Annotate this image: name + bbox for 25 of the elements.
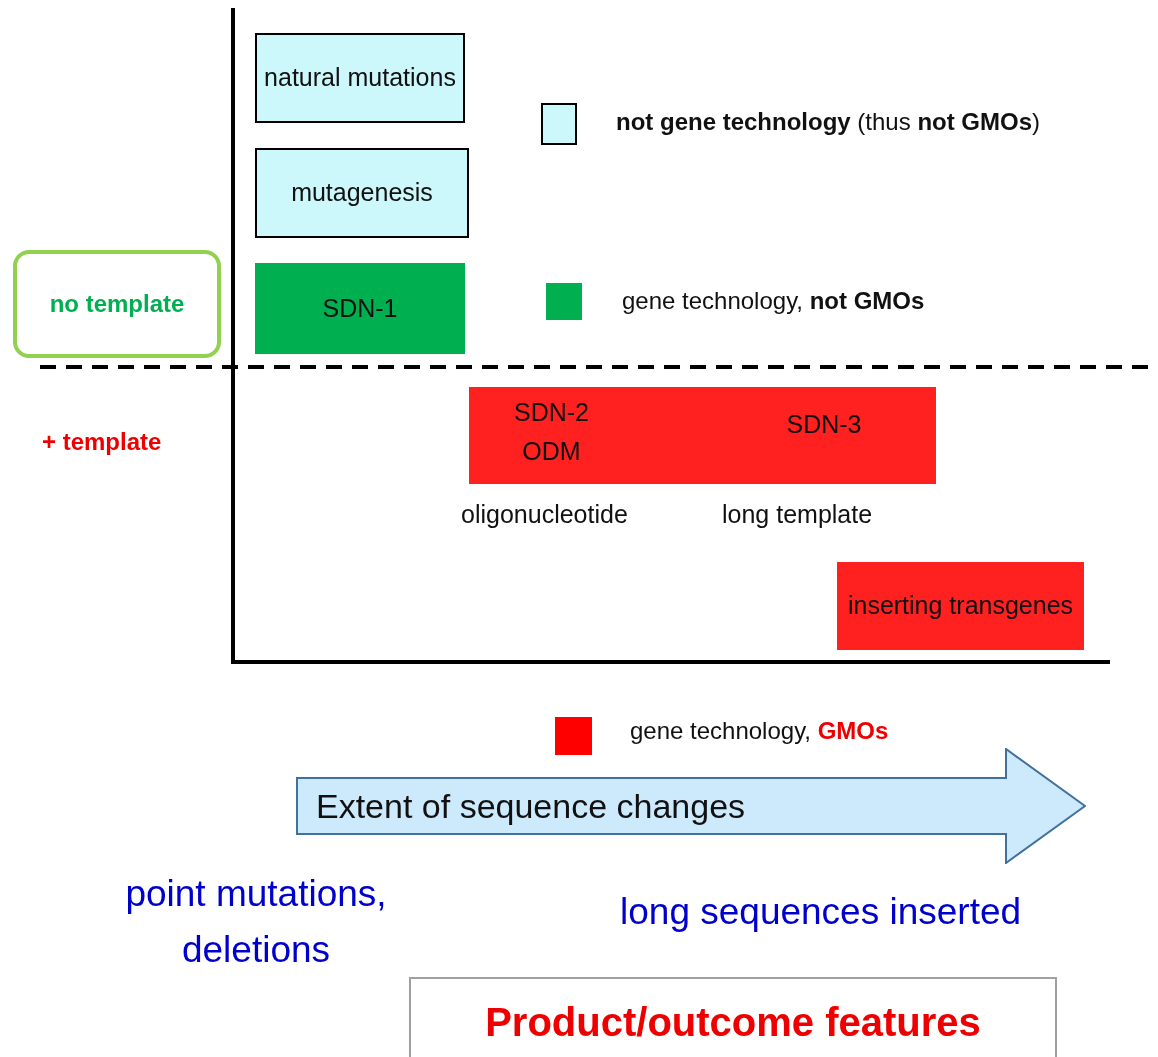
process-box <box>255 33 465 123</box>
process-box <box>469 387 936 484</box>
node-text: mutagenesis <box>291 177 433 209</box>
node-text: SDN-1 <box>322 292 398 324</box>
node-text: inserting transgenes <box>847 590 1074 622</box>
node-text: natural mutations <box>264 62 456 94</box>
legend-text: gene technology, GMOs <box>630 717 889 745</box>
legend-text: gene technology, not GMOs <box>622 287 925 315</box>
node-text: no template <box>49 289 185 319</box>
category-box <box>13 250 221 358</box>
process-box <box>255 148 469 238</box>
process-box <box>837 562 1084 650</box>
annotation-text: long sequences inserted <box>620 890 1023 934</box>
legend-text: not gene technology (thus not GMOs) <box>616 108 1041 136</box>
title-box <box>409 977 1057 1057</box>
caption-text: oligonucleotide <box>461 500 628 529</box>
process-box <box>255 263 465 354</box>
node-text: Product/outcome features <box>485 999 981 1046</box>
row-label: + template <box>42 427 163 457</box>
annotation-text: point mutations, deletions <box>124 872 388 972</box>
node-text: Extent of sequence changes <box>316 785 746 827</box>
node-text: SDN-2 ODM <box>513 397 590 467</box>
arrow-shape <box>296 748 1086 864</box>
node-text: SDN-3 <box>785 409 863 440</box>
caption-text: long template <box>722 500 873 529</box>
